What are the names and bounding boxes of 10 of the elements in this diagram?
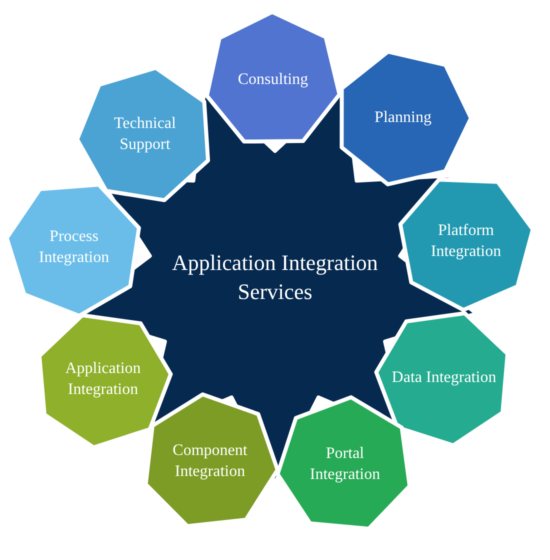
node-label: Platform Integration [430, 221, 502, 262]
node-label: Process Integration [38, 227, 110, 268]
node-label: Consulting [236, 70, 310, 90]
node-label: Data Integration [392, 368, 496, 388]
node-label: Application Integration [64, 359, 142, 400]
node-label: Portal Integration [308, 444, 382, 485]
node-label: Planning [374, 108, 432, 128]
node-label: Component Integration [172, 441, 248, 482]
node-label: Technical Support [113, 114, 177, 155]
node-label: Application Integration Services [171, 249, 379, 306]
